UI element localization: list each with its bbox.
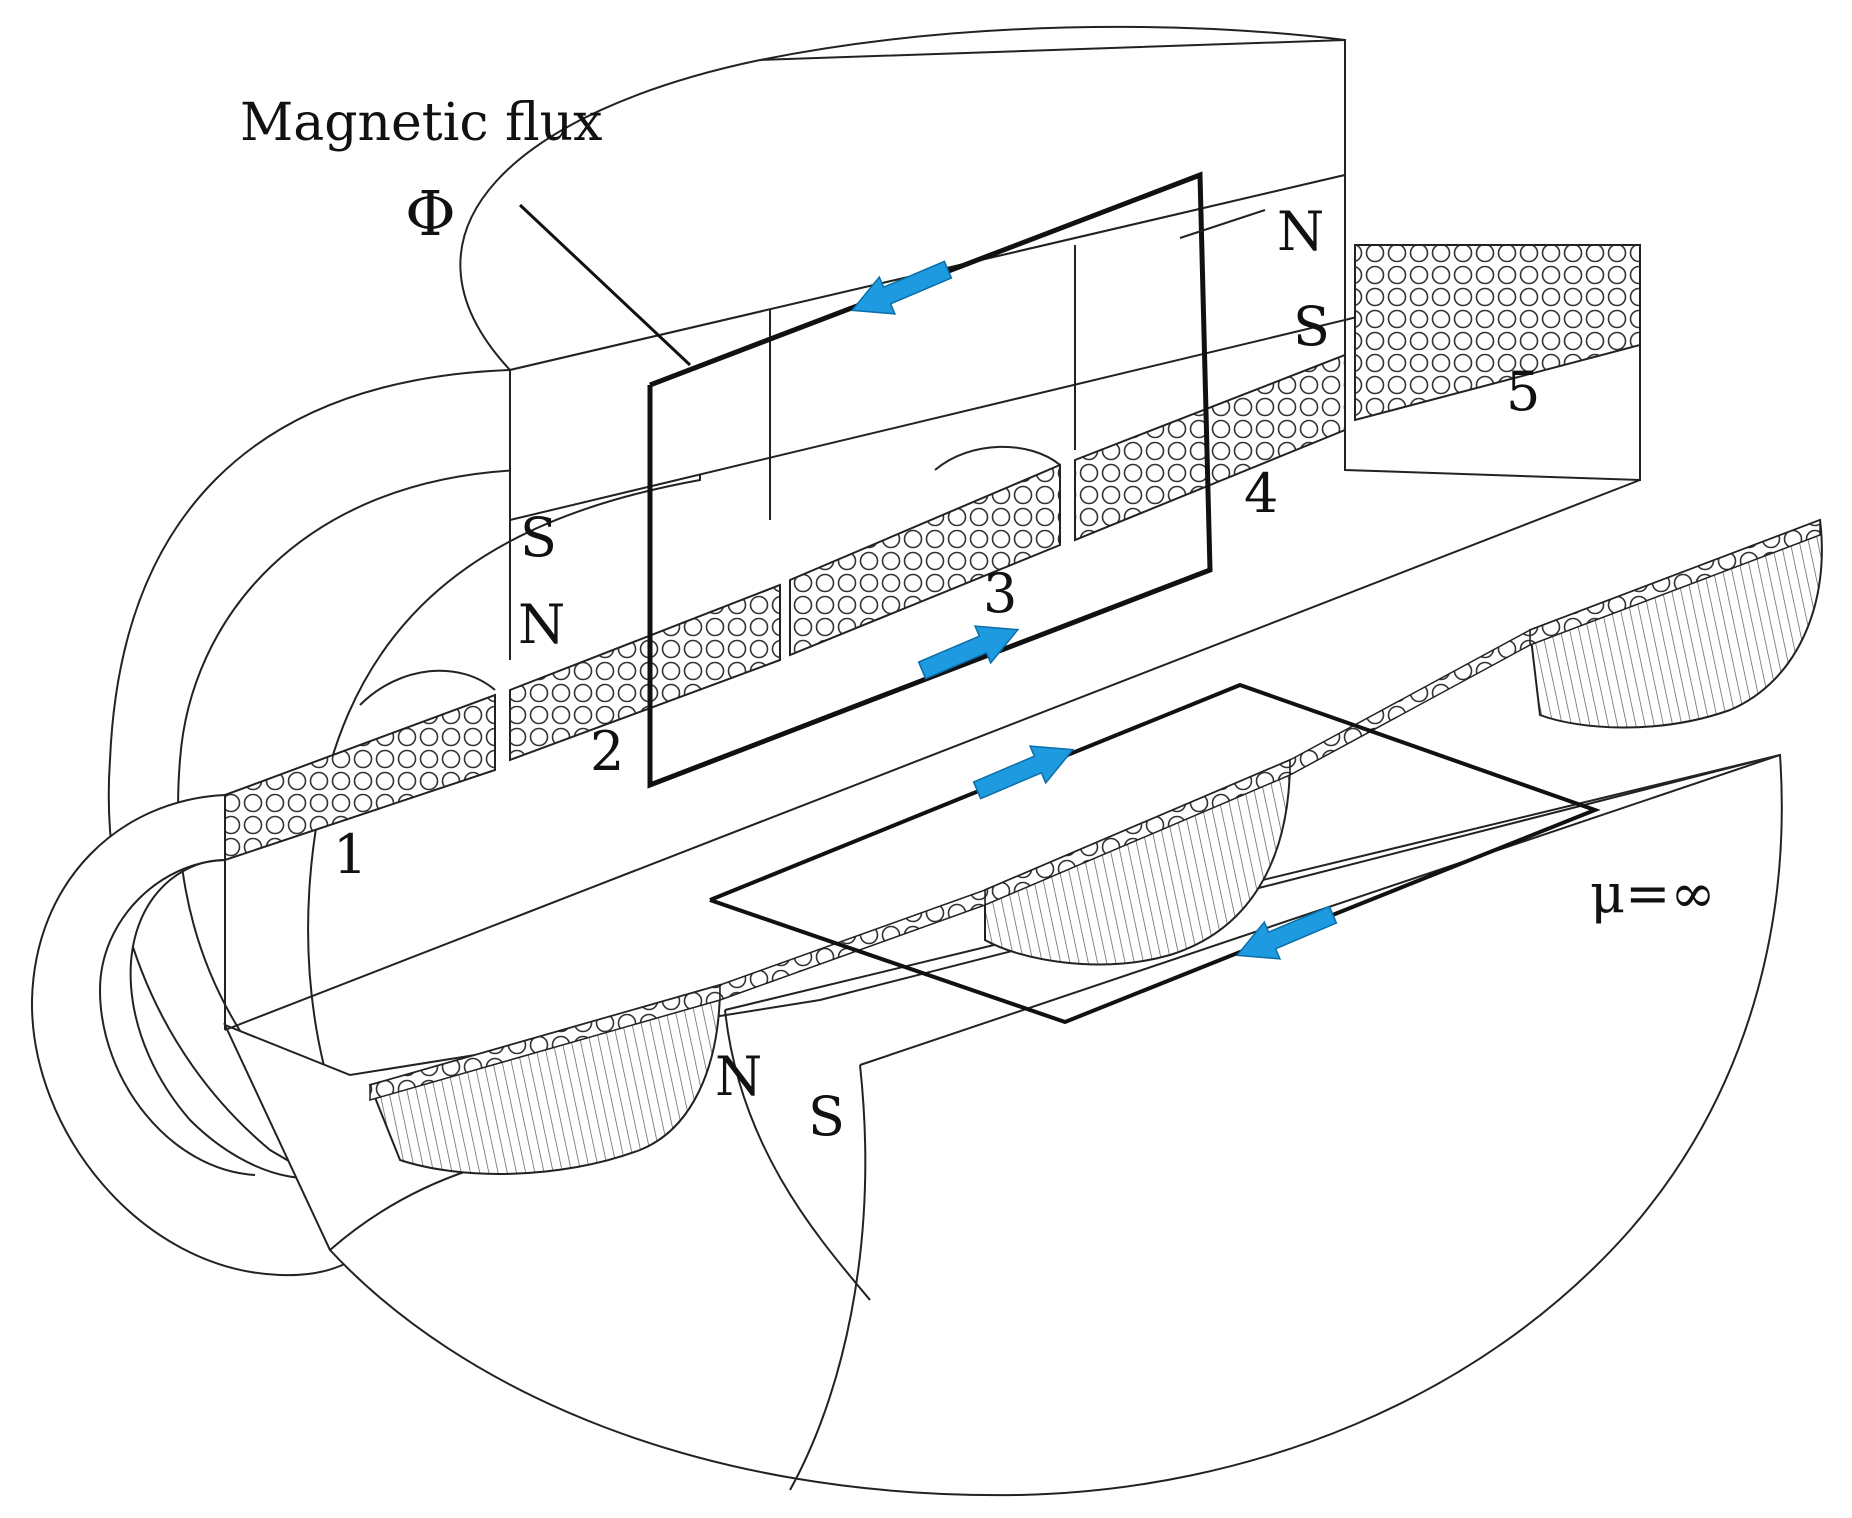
flux-direction-arrow-icon (917, 625, 1020, 680)
pole-label-upper-right-n: N (1277, 200, 1324, 263)
flux-direction-arrow-icon (1235, 905, 1338, 960)
upper-winding-row (224, 244, 1641, 862)
pole-label-upper-right-s: S (1293, 295, 1330, 358)
upper-flux-loop (647, 171, 1266, 789)
coil-4-winding (1074, 353, 1346, 542)
flux-symbol-leader (518, 203, 692, 367)
coil-2-winding (509, 583, 781, 762)
coil-label-3: 3 (983, 562, 1017, 625)
coil-label-1: 1 (333, 823, 367, 886)
coil-label-2: 2 (590, 720, 624, 783)
flux-direction-arrow-icon (972, 745, 1075, 800)
diagram-title: Magnetic flux (240, 93, 602, 153)
flux-direction-arrow-icon (850, 260, 953, 315)
coil-label-5: 5 (1506, 360, 1540, 423)
pole-label-upper-left-n: N (518, 593, 565, 656)
coil-1-winding (224, 693, 496, 862)
coil-label-4: 4 (1244, 462, 1278, 525)
pole-label-lower-n: N (715, 1045, 762, 1108)
pole-label-lower-s: S (808, 1085, 845, 1148)
lower-winding-row (368, 518, 1823, 1175)
coil-3-winding (789, 463, 1061, 657)
permeability-label: μ=∞ (1590, 862, 1715, 925)
flux-symbol: Φ (405, 177, 456, 250)
pole-label-upper-left-s: S (520, 506, 557, 569)
coil-5-winding (1354, 244, 1641, 422)
